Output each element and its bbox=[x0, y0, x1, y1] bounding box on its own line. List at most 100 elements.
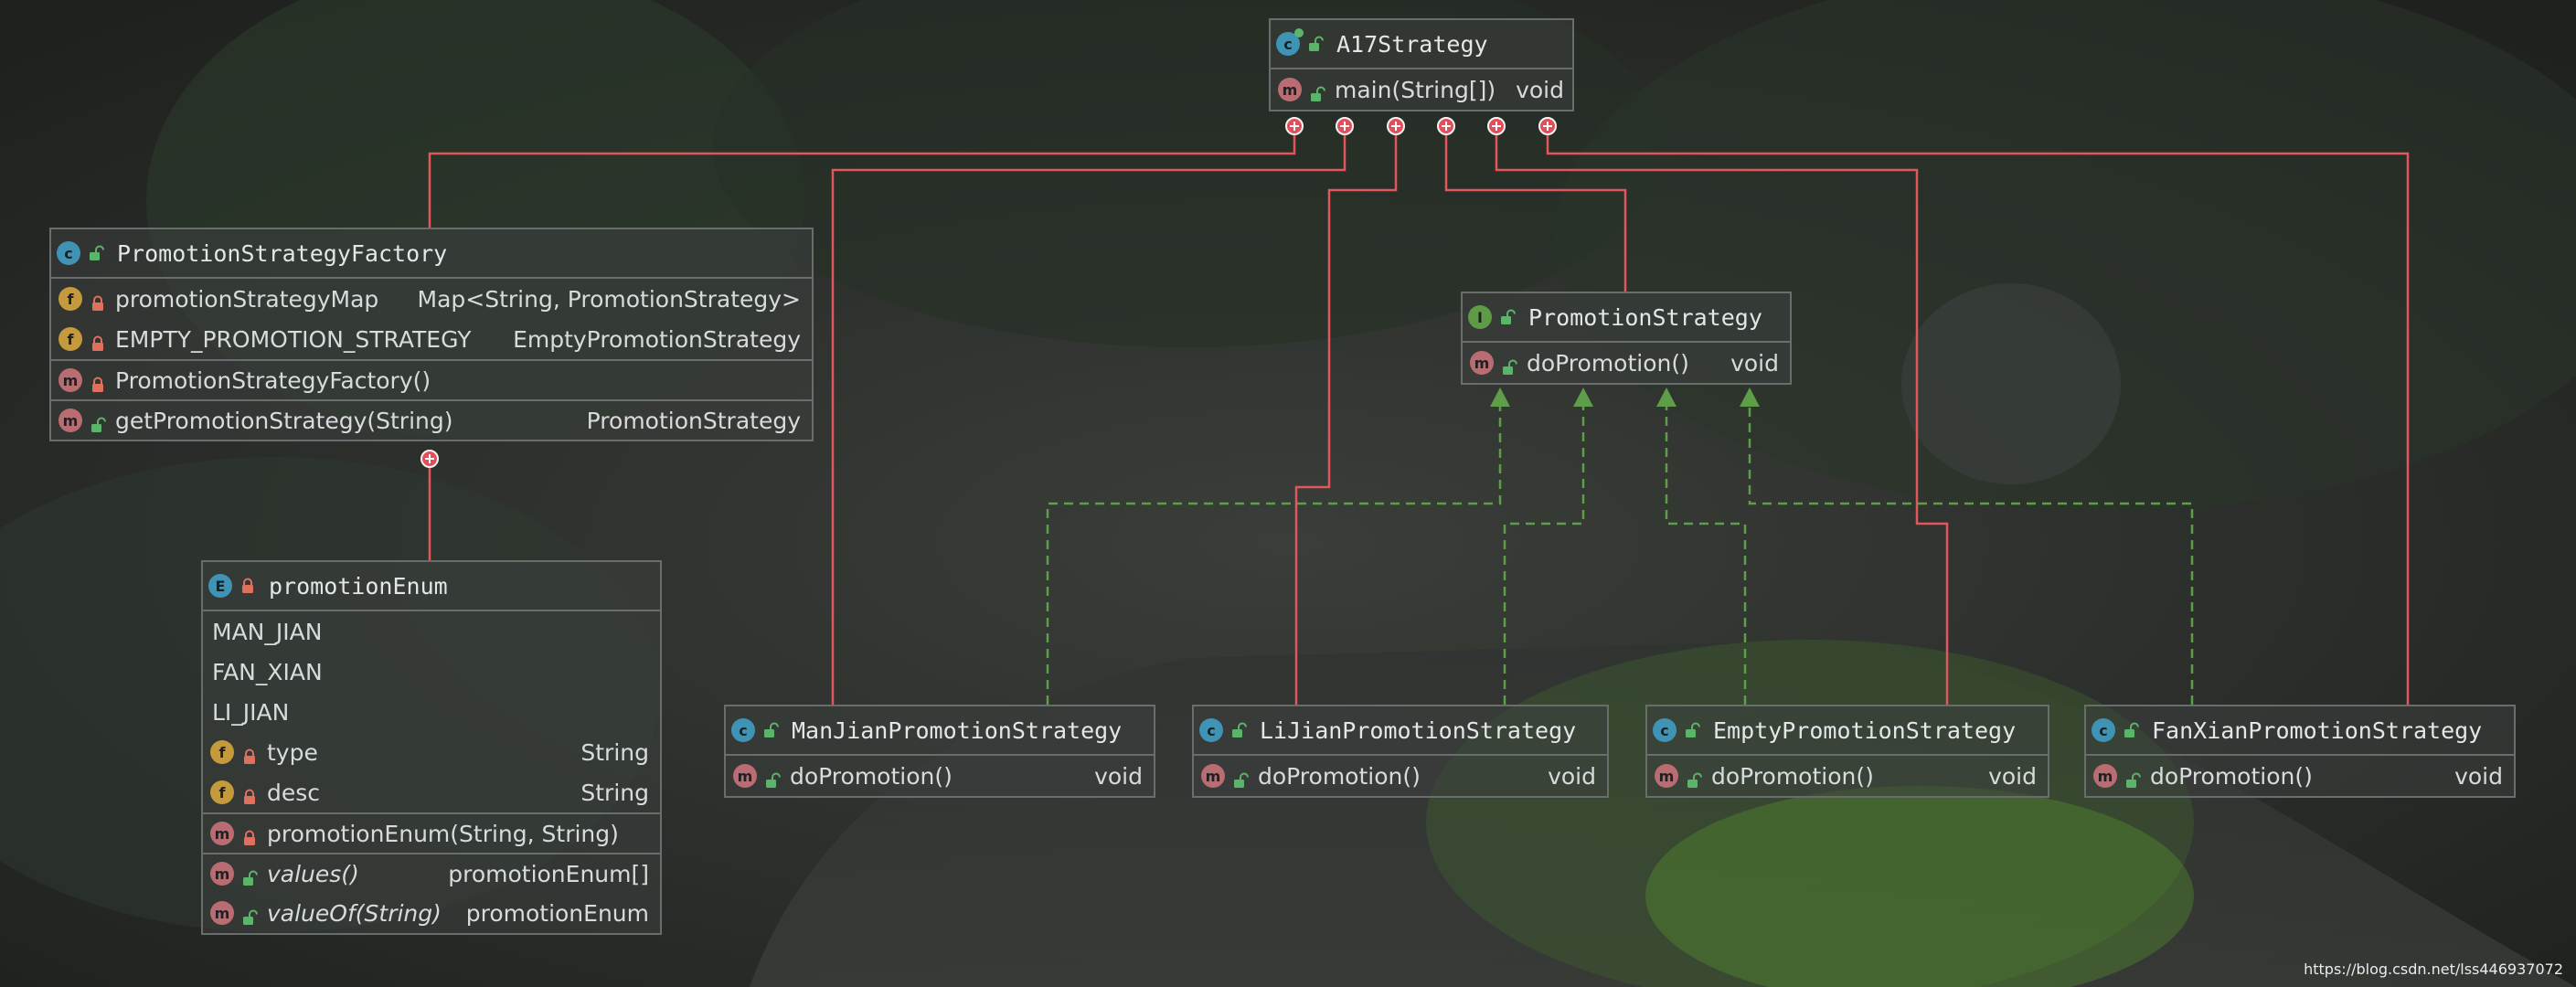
member-type: void bbox=[1730, 349, 1779, 377]
class-name: promotionEnum bbox=[269, 572, 448, 600]
field-f-icon: f bbox=[210, 780, 234, 804]
inner-class-node-icon bbox=[420, 450, 439, 468]
lock-icon bbox=[90, 331, 106, 351]
method-m-icon: m bbox=[59, 409, 82, 432]
member-name: FAN_XIAN bbox=[212, 658, 323, 685]
class-name: PromotionStrategy bbox=[1528, 303, 1762, 331]
method-row[interactable]: m PromotionStrategyFactory() bbox=[51, 359, 812, 399]
runnable-badge-icon bbox=[1294, 28, 1304, 37]
class-name: FanXianPromotionStrategy bbox=[2152, 716, 2483, 744]
class-c-icon: c bbox=[731, 718, 755, 742]
line-a17-factory bbox=[428, 117, 1296, 228]
enum-constant-row[interactable]: FAN_XIAN bbox=[203, 652, 660, 692]
class-box-pstrat[interactable]: I PromotionStrategy m doPromotion() void bbox=[1461, 292, 1792, 385]
member-type: void bbox=[1094, 762, 1143, 790]
member-type: Map<String, PromotionStrategy> bbox=[417, 285, 801, 313]
member-type: String bbox=[580, 779, 649, 806]
member-name: doPromotion() bbox=[1711, 762, 1874, 790]
member-type: void bbox=[1516, 76, 1564, 103]
member-name: promotionStrategyMap bbox=[115, 285, 379, 313]
enum-e-icon: E bbox=[208, 574, 232, 598]
line-a17-lijian bbox=[1294, 117, 1398, 705]
member-name: PromotionStrategyFactory() bbox=[115, 366, 431, 394]
method-m-icon: m bbox=[210, 822, 234, 845]
member-name: doPromotion() bbox=[1527, 349, 1689, 377]
inner-class-node-icon bbox=[1387, 117, 1405, 135]
interface-i-icon: I bbox=[1468, 305, 1492, 329]
enum-constant-row[interactable]: LI_JIAN bbox=[203, 692, 660, 732]
class-name: A17Strategy bbox=[1336, 30, 1488, 58]
class-name: EmptyPromotionStrategy bbox=[1713, 716, 2017, 744]
field-row[interactable]: f promotionStrategyMap Map<String, Promoti… bbox=[51, 279, 812, 319]
member-type: promotionEnum[] bbox=[448, 860, 649, 887]
line-a17-manjian bbox=[831, 117, 1347, 705]
member-name: doPromotion() bbox=[790, 762, 953, 790]
field-f-icon: f bbox=[59, 287, 82, 311]
lock-icon bbox=[90, 372, 106, 392]
member-name: LI_JIAN bbox=[212, 698, 290, 726]
member-name: getPromotionStrategy(String) bbox=[115, 407, 453, 434]
unlocked-icon bbox=[1684, 722, 1700, 738]
line-a17-fanxian bbox=[1546, 117, 2410, 705]
class-header[interactable]: I PromotionStrategy bbox=[1463, 293, 1790, 343]
class-header[interactable]: c FanXianPromotionStrategy bbox=[2086, 706, 2514, 756]
unlocked-icon bbox=[88, 245, 104, 261]
unlocked-icon bbox=[1230, 722, 1247, 738]
line-fanxian-pstrat bbox=[1748, 402, 2194, 705]
enum-constant-row[interactable]: MAN_JIAN bbox=[203, 611, 660, 652]
method-m-icon: m bbox=[2093, 764, 2117, 788]
member-type: EmptyPromotionStrategy bbox=[513, 325, 801, 353]
inner-class-lines bbox=[428, 117, 2410, 705]
method-row[interactable]: m doPromotion() void bbox=[1463, 343, 1790, 383]
member-name: valueOf(String) bbox=[267, 899, 442, 927]
inner-class-node-icon bbox=[1437, 117, 1455, 135]
unlocked-icon bbox=[1501, 355, 1517, 375]
member-name: doPromotion() bbox=[2150, 762, 2313, 790]
line-lijian-pstrat bbox=[1503, 402, 1585, 705]
lock-icon bbox=[90, 291, 106, 311]
lock-icon bbox=[241, 825, 258, 845]
method-m-icon: m bbox=[1470, 351, 1494, 375]
implementation-arrowheads bbox=[1490, 387, 1760, 407]
method-row[interactable]: m doPromotion() void bbox=[726, 756, 1154, 796]
class-c-icon: c bbox=[2092, 718, 2115, 742]
unlocked-icon bbox=[1686, 768, 1702, 788]
method-m-icon: m bbox=[210, 862, 234, 886]
inner-class-node-icon bbox=[1336, 117, 1354, 135]
method-m-icon: m bbox=[733, 764, 757, 788]
class-name: LiJianPromotionStrategy bbox=[1260, 716, 1577, 744]
arrowhead-4 bbox=[1740, 387, 1760, 407]
arrowhead-3 bbox=[1656, 387, 1677, 407]
unlocked-icon bbox=[90, 412, 106, 432]
lock-icon bbox=[241, 744, 258, 764]
unlocked-icon bbox=[762, 722, 779, 738]
unlocked-icon bbox=[1499, 309, 1516, 325]
lock-icon bbox=[241, 784, 258, 804]
unlocked-icon bbox=[241, 865, 258, 886]
method-m-icon: m bbox=[59, 368, 82, 392]
